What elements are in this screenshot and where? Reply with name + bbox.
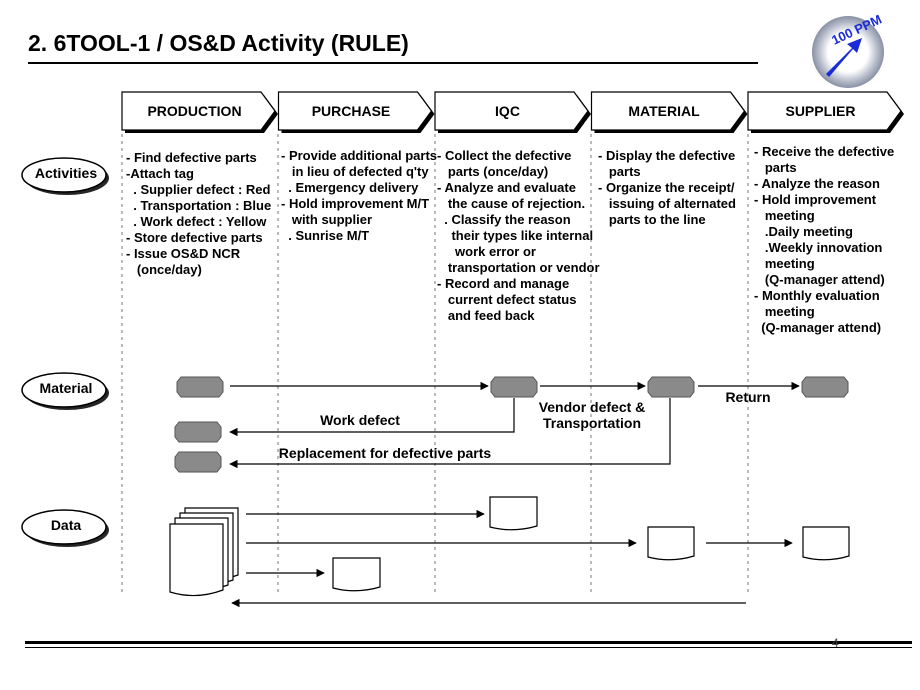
- activity-iqc: - Collect the defective parts (once/day)…: [437, 148, 600, 323]
- phase-chevron-material: [590, 91, 746, 131]
- phase-label-supplier: SUPPLIER: [785, 103, 856, 119]
- material-block-replacement: [174, 451, 222, 473]
- material-block-material: [647, 376, 695, 398]
- label-vendor-defect: Vendor defect & Transportation: [538, 399, 646, 431]
- footer-rule-thin: [25, 647, 912, 648]
- phase-label-purchase: PURCHASE: [311, 103, 391, 119]
- page-title: 2. 6TOOL-1 / OS&D Activity (RULE): [28, 30, 409, 56]
- phase-chevron-purchase: [277, 91, 433, 131]
- phase-header: [121, 91, 904, 133]
- document-stack-1: [169, 523, 224, 597]
- label-work-defect: Work defect: [320, 412, 400, 428]
- phase-label-material: MATERIAL: [628, 103, 700, 119]
- row-label-activities: Activities: [34, 165, 98, 181]
- phase-chevron-iqc: [434, 91, 589, 131]
- document-material: [647, 526, 695, 561]
- phase-label-production: PRODUCTION: [147, 103, 242, 119]
- row-label-data: Data: [50, 517, 82, 533]
- phase-chevron-supplier: [747, 91, 902, 131]
- column-separators: [121, 134, 749, 596]
- row-label-material: Material: [39, 380, 93, 396]
- activity-purchase: - Provide additional parts in lieu of de…: [281, 148, 438, 243]
- phase-label-iqc: IQC: [495, 103, 520, 119]
- document-supplier: [802, 526, 850, 561]
- page-number: 4: [832, 636, 839, 650]
- title-underline: [28, 62, 758, 64]
- document-iqc: [489, 496, 538, 531]
- label-replacement: Replacement for defective parts: [278, 445, 492, 461]
- label-return: Return: [725, 389, 771, 405]
- flow-diagram: [169, 376, 850, 608]
- footer-rule: [25, 641, 912, 644]
- material-block-iqc: [490, 376, 538, 398]
- material-block-production: [176, 376, 224, 398]
- document-production-copy: [332, 557, 381, 592]
- material-block-supplier: [801, 376, 849, 398]
- trend-arrow-icon: [826, 38, 862, 77]
- ppm-badge: 100 PPM: [812, 12, 884, 88]
- row-labels: [21, 157, 109, 547]
- phase-chevron-production: [121, 91, 276, 131]
- activity-production: - Find defective parts -Attach tag . Sup…: [126, 150, 272, 277]
- material-block-work-defect: [174, 421, 222, 443]
- activity-supplier: - Receive the defective parts - Analyze …: [754, 144, 895, 335]
- activity-material: - Display the defective parts - Organize…: [598, 148, 736, 227]
